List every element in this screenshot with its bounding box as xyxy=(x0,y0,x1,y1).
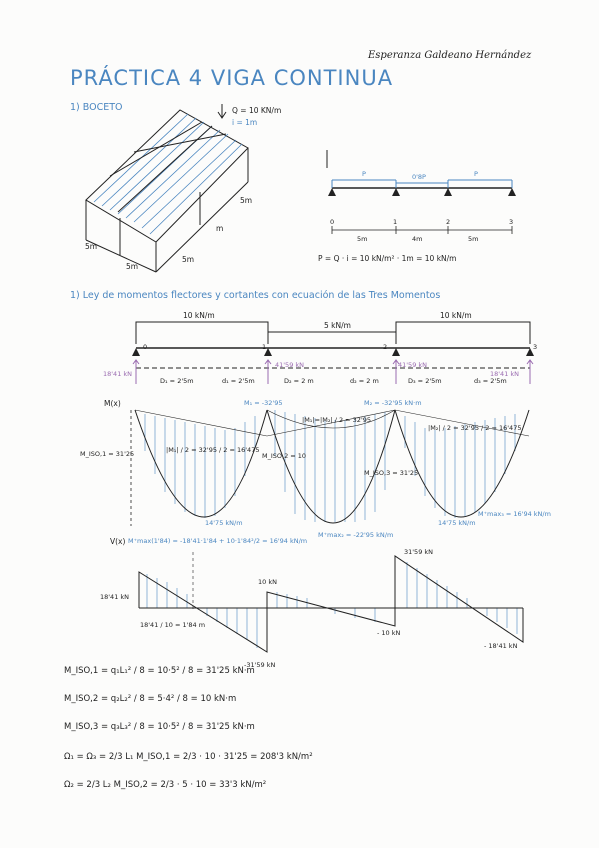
scheme-span-1: 5m xyxy=(357,235,368,243)
beam-support-1: 1 xyxy=(262,343,267,351)
shear-val-2: 10 kN xyxy=(258,578,277,586)
moment-miso1: M_ISO,1 = 31'25 xyxy=(80,450,135,458)
beam-load-2: 5 kN/m xyxy=(324,321,351,330)
shear-xcalc: 18'41 / 10 = 1'84 m xyxy=(140,621,206,629)
moment-max3: 14'75 kN/m xyxy=(438,519,476,527)
formula-omega2: Ω₂ = 2/3 L₂ M_ISO,2 = 2/3 · 5 · 10 = 33'… xyxy=(64,780,267,790)
moment-m2: M₂ = -32'95 kN·m xyxy=(364,399,422,407)
moment-mid1: |M₁| / 2 = 32'95 / 2 = 16'475 xyxy=(166,446,260,454)
sketch-dim-2: 5m xyxy=(126,262,139,271)
moment-max-pos: M⁺max₃ = 16'94 kN/m xyxy=(478,510,551,518)
structure-sketch xyxy=(85,104,249,273)
shear-formula-1: M⁺max(1'84) = -18'41·1'84 + 10·1'84²/2 =… xyxy=(128,537,308,545)
beam-load-1: 10 kN/m xyxy=(183,311,215,320)
sketch-dim-4: m xyxy=(216,224,224,233)
moment-miso2: M_ISO,2 = 10 xyxy=(262,452,307,460)
scheme-support-2: 2 xyxy=(446,218,451,226)
sketch-width: i = 1m xyxy=(232,118,258,127)
moment-diagram xyxy=(130,409,530,526)
section-heading: 1) Ley de momentos flectores y cortantes… xyxy=(70,290,441,301)
dist-D2: D₂ = 2 m xyxy=(284,377,314,385)
scheme-span-3: 5m xyxy=(468,235,479,243)
formula-miso2: M_ISO,2 = q₂L₂² / 8 = 5·4² / 8 = 10 kN·m xyxy=(64,694,237,704)
shear-val-3: 31'59 kN xyxy=(404,548,434,556)
scheme-support-1: 1 xyxy=(393,218,398,226)
beam-support-3: 3 xyxy=(533,343,538,351)
dist-D1: D₁ = 2'5m xyxy=(160,377,194,385)
moment-mid3: |M₂| / 2 = 32'95 / 2 = 16'475 xyxy=(428,424,522,432)
moment-miso3: M_ISO,3 = 31'25 xyxy=(364,469,419,477)
scheme-load-2: 0'8P xyxy=(412,173,426,181)
sketch-load-q: Q = 10 KN/m xyxy=(232,106,282,115)
beam-support-2: 2 xyxy=(383,343,388,351)
scheme-formula: P = Q · i = 10 kN/m² · 1m = 10 kN/m xyxy=(318,254,457,263)
moment-mid2: |M₁|=|M₂| / 2 = 32'95 xyxy=(302,416,371,424)
beam-scheme xyxy=(326,150,516,234)
formula-omega13: Ω₁ = Ω₃ = 2/3 L₁ M_ISO,1 = 2/3 · 10 · 31… xyxy=(64,752,313,762)
shear-val-4: - 10 kN xyxy=(377,629,401,637)
scheme-span-2: 4m xyxy=(412,235,423,243)
reaction-2: 41'59 kN xyxy=(398,361,428,369)
shear-val-1: 18'41 kN xyxy=(100,593,130,601)
sketch-heading: 1) BOCETO xyxy=(70,102,123,113)
shear-val-5: -31'59 kN xyxy=(244,661,276,669)
reaction-0: 18'41 kN xyxy=(103,370,133,378)
scheme-support-3: 3 xyxy=(509,218,514,226)
formula-miso1: M_ISO,1 = q₁L₁² / 8 = 10·5² / 8 = 31'25 … xyxy=(64,666,255,676)
shear-diagram xyxy=(138,552,524,653)
dist-d1: d₁ = 2'5m xyxy=(222,377,255,385)
sketch-dim-1: 5m xyxy=(85,242,98,251)
formula-miso3: M_ISO,3 = q₃L₃² / 8 = 10·5² / 8 = 31'25 … xyxy=(64,722,255,732)
moment-max1: 14'75 kN/m xyxy=(205,519,243,527)
dist-D3: D₃ = 2'5m xyxy=(408,377,442,385)
scheme-support-0: 0 xyxy=(330,218,335,226)
dist-d3: d₃ = 2'5m xyxy=(474,377,507,385)
shear-formula-2: M⁺max₂ = -22'95 kN/m xyxy=(318,531,394,539)
sketch-dim-3: 5m xyxy=(182,255,195,264)
reaction-3: 18'41 kN xyxy=(490,370,520,378)
shear-val-6: - 18'41 kN xyxy=(484,642,518,650)
page-title: PRÁCTICA 4 VIGA CONTINUA xyxy=(70,66,394,90)
scheme-load-3: P xyxy=(474,170,478,178)
author-name: Esperanza Galdeano Hernández xyxy=(368,50,532,61)
sketch-dim-5: 5m xyxy=(240,196,253,205)
reaction-1: 41'59 kN xyxy=(275,361,305,369)
main-beam xyxy=(132,321,534,384)
scheme-load-1: P xyxy=(362,170,366,178)
moment-m1: M₁ = -32'95 xyxy=(244,399,283,407)
shear-axis-label: V(x) xyxy=(110,537,126,546)
beam-support-0: 0 xyxy=(143,343,148,351)
dist-d2: d₂ = 2 m xyxy=(350,377,379,385)
moment-axis-label: M(x) xyxy=(104,399,121,408)
beam-load-3: 10 kN/m xyxy=(440,311,472,320)
